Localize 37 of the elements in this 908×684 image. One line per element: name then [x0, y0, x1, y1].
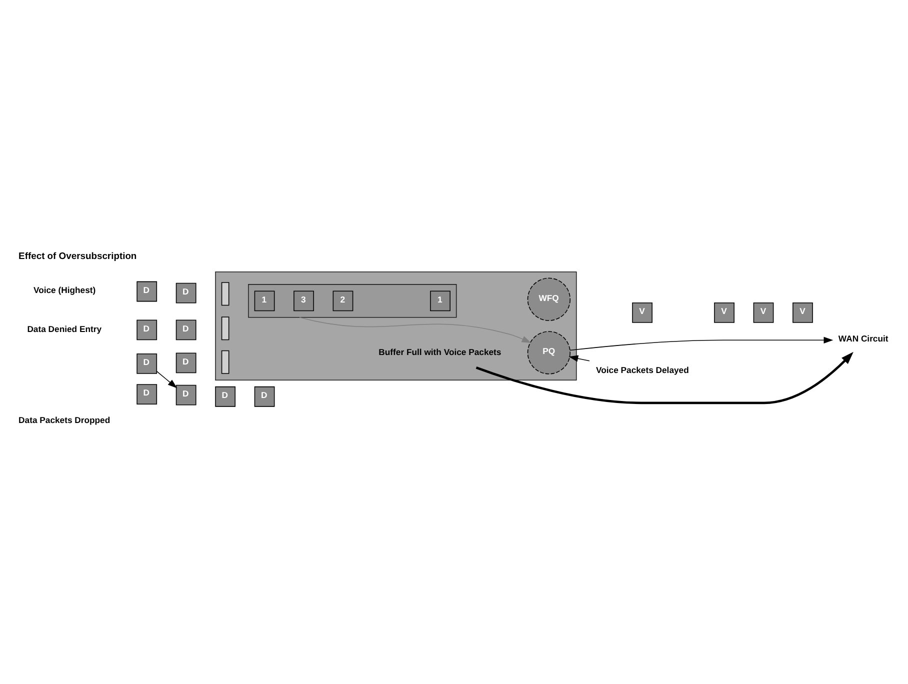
cluster [248, 284, 457, 318]
node-box: D [136, 319, 158, 340]
diagram-title: Effect of Oversubscription [18, 250, 137, 261]
node-box: V [632, 302, 652, 322]
label: Data Denied Entry [27, 324, 102, 334]
arrow [476, 351, 854, 404]
node-box: V [792, 302, 813, 322]
arrow [568, 354, 590, 362]
node-box: D [136, 352, 158, 374]
node-circle: WFQ [527, 277, 570, 320]
node-box: D [176, 352, 196, 373]
node-box: D [215, 386, 236, 406]
node-text: Buffer Full with Voice Packets [378, 346, 502, 356]
node-bar [221, 316, 230, 340]
label: Voice (Highest) [33, 284, 96, 294]
node-box: D [176, 319, 196, 340]
node-box: V [714, 302, 734, 322]
cluster [215, 271, 577, 380]
node-circle: PQ [527, 330, 570, 374]
node-box: D [254, 386, 275, 406]
node-text: Voice Packets Delayed [596, 364, 689, 374]
node-box: D [136, 280, 158, 302]
node-box: 3 [294, 290, 314, 311]
arrow [156, 370, 178, 388]
node-text: WAN Circuit [838, 333, 888, 344]
node-box: 1 [254, 290, 275, 311]
arrow [570, 336, 834, 350]
node-box: D [176, 384, 196, 405]
node-bar [221, 350, 230, 374]
node-box: 1 [430, 290, 450, 311]
label: Data Packets Dropped [18, 414, 110, 425]
node-box: D [136, 384, 158, 404]
node-bar [221, 282, 230, 306]
node-box: D [176, 282, 196, 303]
arrow [299, 316, 532, 343]
node-box: 2 [332, 290, 354, 311]
node-box: V [753, 302, 774, 322]
